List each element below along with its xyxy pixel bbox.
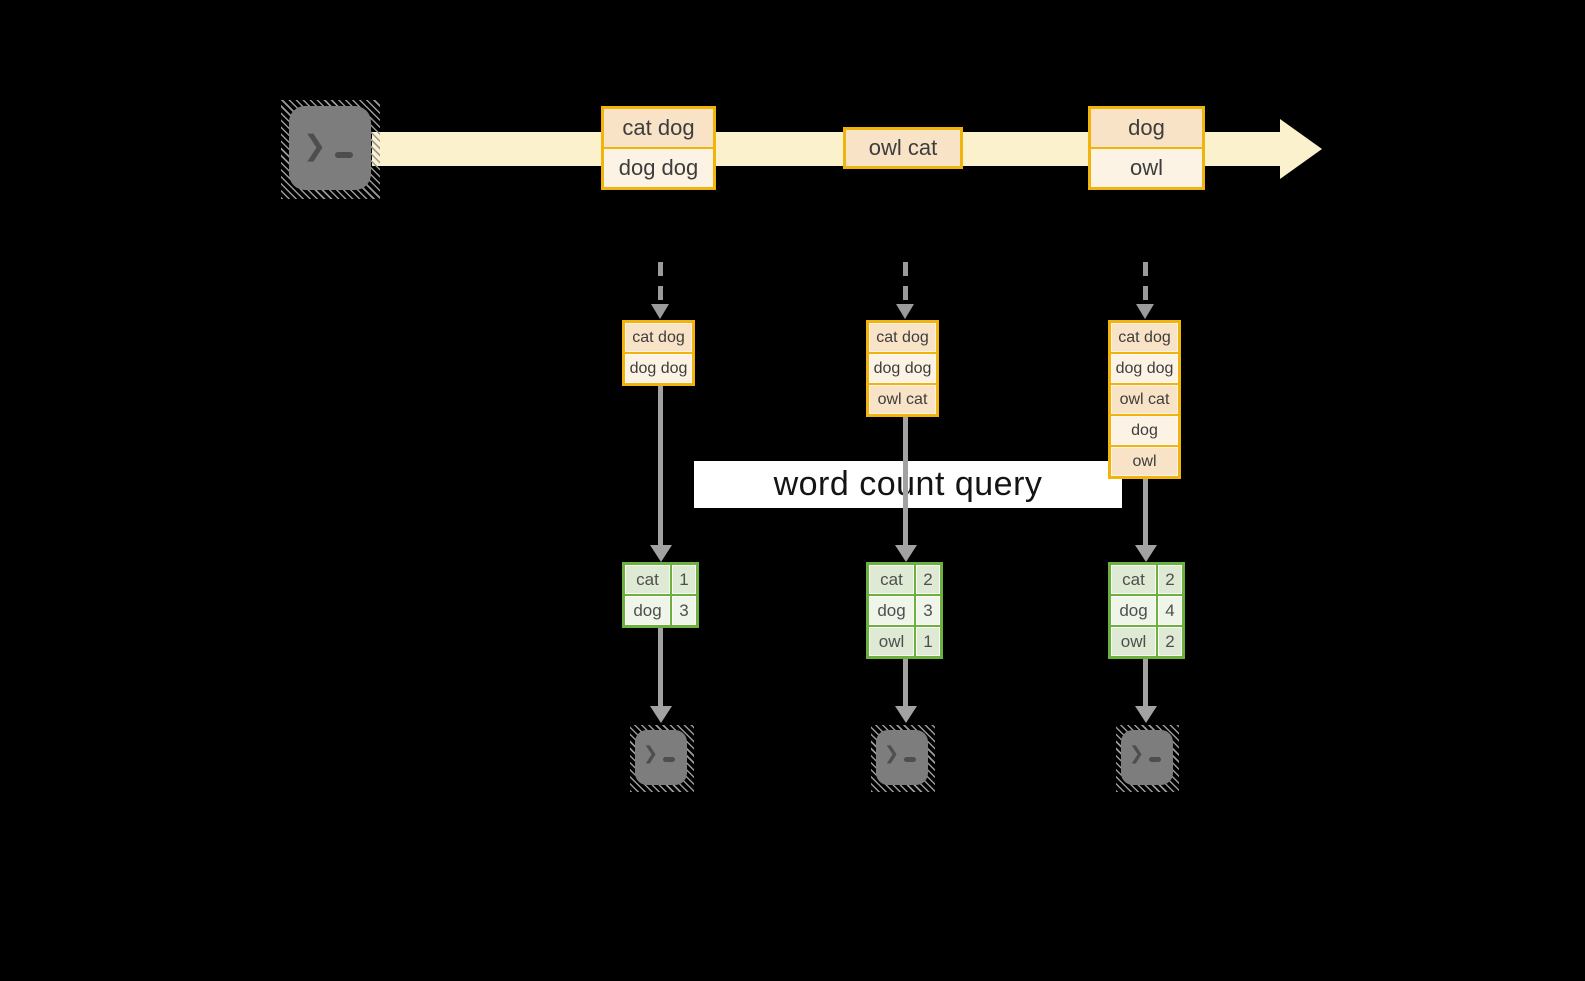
buffer-stack-2: cat dog dog dog owl cat <box>866 320 939 417</box>
terminal-screen: ❯ <box>1121 730 1173 785</box>
terminal-prompt-chevron-icon: ❯ <box>884 743 900 763</box>
terminal-cursor-icon <box>335 152 353 158</box>
buffer-stack-3: cat dog dog dog owl cat dog owl <box>1108 320 1181 479</box>
event-record: owl <box>1091 149 1202 187</box>
dashed-arrow-to-buffer-3 <box>1136 262 1154 319</box>
count-cell: 4 <box>1158 596 1182 625</box>
source-terminal-icon: ❯ <box>281 100 380 199</box>
arrow-to-counts-1 <box>649 386 672 562</box>
arrow-to-counts-2 <box>894 417 917 562</box>
terminal-screen: ❯ <box>289 106 371 190</box>
buffer-row: owl cat <box>869 385 936 414</box>
event-record: owl cat <box>846 130 960 166</box>
stream-arrow-head <box>1280 119 1322 179</box>
terminal-prompt-chevron-icon: ❯ <box>1129 743 1145 763</box>
word-cell: cat <box>1111 565 1156 594</box>
sink-terminal-icon-3: ❯ <box>1116 725 1179 792</box>
count-cell: 2 <box>1158 565 1182 594</box>
word-cell: owl <box>869 627 914 656</box>
buffer-row: cat dog <box>625 323 692 352</box>
terminal-screen: ❯ <box>635 730 687 785</box>
word-cell: cat <box>625 565 670 594</box>
query-label: word count query <box>694 461 1122 508</box>
word-cell: dog <box>625 596 670 625</box>
sink-terminal-icon-2: ❯ <box>871 725 935 792</box>
count-table-3: cat 2 dog 4 owl 2 <box>1108 562 1185 659</box>
event-record: dog <box>1091 109 1202 147</box>
buffer-row: dog dog <box>1111 354 1178 383</box>
count-cell: 1 <box>916 627 940 656</box>
buffer-row: dog dog <box>625 354 692 383</box>
event-record: dog dog <box>604 149 713 187</box>
count-table-2: cat 2 dog 3 owl 1 <box>866 562 943 659</box>
stream-event-box-3: dog owl <box>1088 106 1205 190</box>
count-cell: 3 <box>672 596 696 625</box>
event-record: cat dog <box>604 109 713 147</box>
arrow-to-sink-1 <box>649 628 672 723</box>
stream-event-box-2: owl cat <box>843 127 963 169</box>
count-table-1: cat 1 dog 3 <box>622 562 699 628</box>
word-cell: dog <box>869 596 914 625</box>
word-cell: dog <box>1111 596 1156 625</box>
terminal-cursor-icon <box>904 757 916 762</box>
terminal-prompt-chevron-icon: ❯ <box>303 130 327 161</box>
word-cell: cat <box>869 565 914 594</box>
arrow-to-sink-2 <box>894 659 917 723</box>
buffer-row: dog <box>1111 416 1178 445</box>
buffer-stack-1: cat dog dog dog <box>622 320 695 386</box>
dashed-arrow-to-buffer-2 <box>896 262 914 319</box>
buffer-row: cat dog <box>869 323 936 352</box>
buffer-row: owl <box>1111 447 1178 476</box>
stream-event-box-1: cat dog dog dog <box>601 106 716 190</box>
terminal-screen: ❯ <box>876 730 928 785</box>
sink-terminal-icon-1: ❯ <box>630 725 694 792</box>
buffer-row: cat dog <box>1111 323 1178 352</box>
arrow-to-sink-3 <box>1134 659 1157 723</box>
buffer-row: dog dog <box>869 354 936 383</box>
terminal-cursor-icon <box>1149 757 1161 762</box>
arrow-to-counts-3 <box>1134 479 1157 562</box>
word-cell: owl <box>1111 627 1156 656</box>
buffer-row: owl cat <box>1111 385 1178 414</box>
count-cell: 1 <box>672 565 696 594</box>
count-cell: 2 <box>1158 627 1182 656</box>
dashed-arrow-to-buffer-1 <box>651 262 669 319</box>
count-cell: 2 <box>916 565 940 594</box>
terminal-cursor-icon <box>663 757 675 762</box>
terminal-prompt-chevron-icon: ❯ <box>643 743 659 763</box>
count-cell: 3 <box>916 596 940 625</box>
